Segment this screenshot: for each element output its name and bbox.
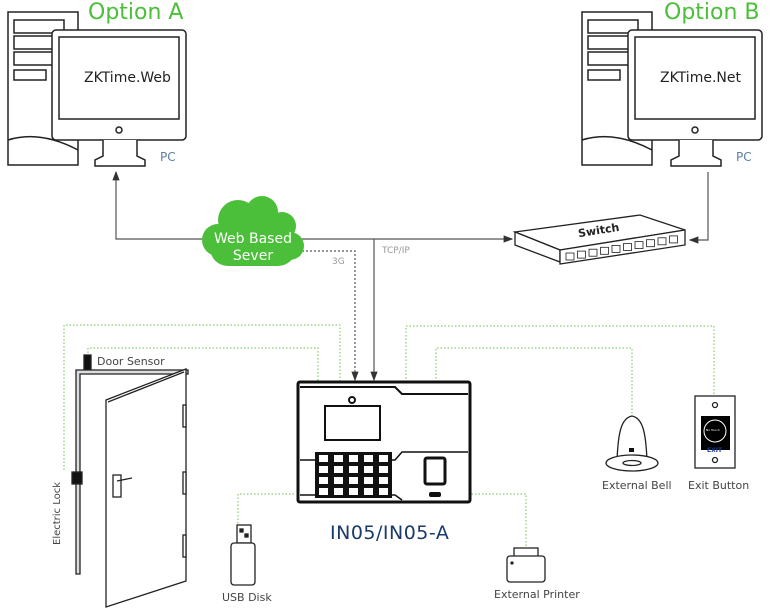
pc-b-monitor xyxy=(627,29,763,167)
exit-button-icon xyxy=(694,395,736,469)
cloud-label-line2: Sever xyxy=(232,248,274,264)
door-sensor-label: Door Sensor xyxy=(97,355,165,368)
bell-icon xyxy=(605,415,659,472)
pc-a-monitor xyxy=(51,29,187,167)
label-tcpip: TCP/IP xyxy=(382,246,410,256)
keypad-key xyxy=(364,477,373,484)
keypad-key xyxy=(364,488,373,495)
cloud-label: Web Based Sever xyxy=(208,231,298,265)
usb-disk-label: USB Disk xyxy=(222,591,272,604)
keypad-key xyxy=(379,466,388,473)
keypad-key xyxy=(319,455,328,462)
external-printer-label: External Printer xyxy=(494,588,580,601)
cloud-icon xyxy=(202,196,304,266)
switch-port xyxy=(600,246,609,255)
electric-lock-icon xyxy=(71,471,83,485)
keypad-key xyxy=(319,466,328,473)
switch-port xyxy=(657,237,667,246)
option-a-software: ZKTime.Web xyxy=(84,70,171,86)
device-icon xyxy=(296,380,472,504)
door-icon xyxy=(71,354,189,608)
network-lines xyxy=(112,170,709,382)
keypad-key xyxy=(379,488,388,495)
switch-port xyxy=(588,248,598,257)
keypad-key xyxy=(334,488,343,495)
external-bell-label: External Bell xyxy=(602,479,672,492)
peripheral-wires xyxy=(63,324,715,548)
switch-port xyxy=(669,235,678,244)
printer-icon xyxy=(506,547,546,583)
exit-button-label: Exit Button xyxy=(688,479,750,492)
option-b-software: ZKTime.Net xyxy=(660,70,741,86)
keypad-key xyxy=(319,477,328,484)
line-3g xyxy=(302,250,359,382)
electric-lock-label: Electric Lock xyxy=(52,481,63,545)
switch-port xyxy=(565,252,575,261)
keypad-key xyxy=(379,477,388,484)
cloud-label-line1: Web Based xyxy=(214,231,292,247)
exit-inner-text: No Touch xyxy=(706,428,720,432)
option-b-title: Option B xyxy=(664,0,760,25)
keypad-key xyxy=(349,488,358,495)
keypad-key xyxy=(334,477,343,484)
device-model-label: IN05/IN05-A xyxy=(330,522,450,544)
keypad-key xyxy=(349,455,358,462)
keypad-key xyxy=(349,466,358,473)
keypad-key xyxy=(364,466,373,473)
keypad-key xyxy=(334,455,343,462)
switch-port xyxy=(623,243,632,251)
switch-ports xyxy=(565,235,678,261)
keypad xyxy=(319,455,388,495)
switch-port xyxy=(646,239,655,248)
exit-text: EXIT xyxy=(707,447,723,454)
label-3g: 3G xyxy=(332,257,345,267)
keypad-key xyxy=(364,455,373,462)
option-a-pc-label: PC xyxy=(160,150,176,164)
door-sensor-icon xyxy=(83,354,92,371)
switch-port xyxy=(634,241,644,250)
line-to-pc-b xyxy=(688,172,709,244)
option-b-pc-label: PC xyxy=(736,150,752,164)
switch-icon xyxy=(512,214,686,265)
keypad-key xyxy=(349,477,358,484)
usb-disk-icon xyxy=(230,524,256,586)
keypad-key xyxy=(379,455,388,462)
keypad-key xyxy=(319,488,328,495)
switch-port xyxy=(611,244,621,253)
switch-port xyxy=(577,250,586,259)
option-a-title: Option A xyxy=(88,0,184,25)
keypad-key xyxy=(334,466,343,473)
